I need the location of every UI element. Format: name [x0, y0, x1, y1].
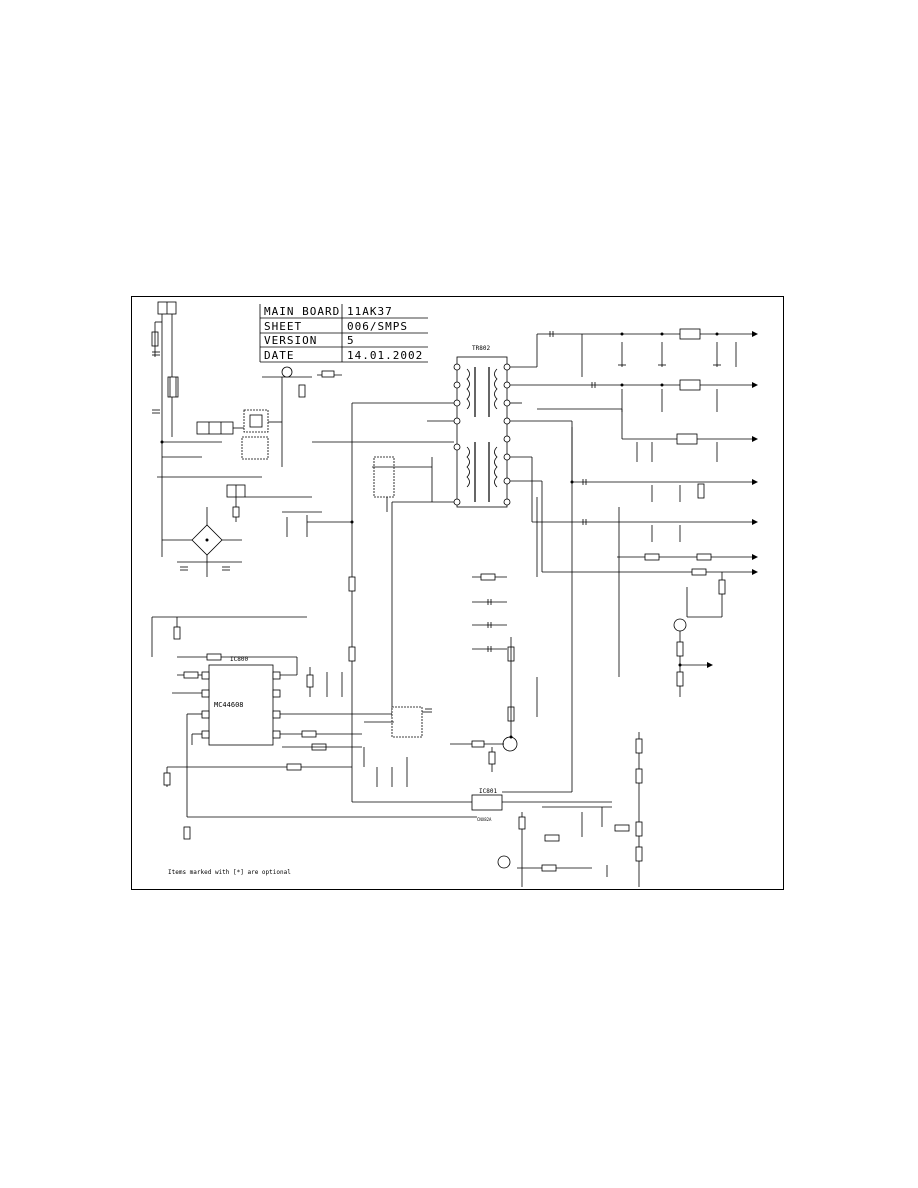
title-label-sheet: SHEET — [264, 320, 302, 333]
title-value-board: 11AK37 — [347, 305, 393, 318]
title-label-main-board: MAIN BOARD — [264, 305, 340, 318]
schematic-frame: MAIN BOARD 11AK37 SHEET 006/SMPS VERSION… — [131, 296, 784, 890]
ic800-label: IC800 — [230, 656, 248, 663]
ic801-label: IC801 — [479, 788, 497, 795]
optional-items-footnote: Items marked with [*] are optional — [168, 869, 291, 876]
title-value-sheet: 006/SMPS — [347, 320, 408, 333]
ic800-part: MC44608 — [214, 701, 244, 709]
title-block: MAIN BOARD 11AK37 SHEET 006/SMPS VERSION… — [259, 304, 428, 363]
title-value-date: 14.01.2002 — [347, 349, 423, 362]
regulator-1 — [679, 328, 701, 340]
secondary-diodes — [472, 573, 507, 652]
controller-ic800: IC800 MC44608 — [163, 653, 477, 840]
transformer-label: TR802 — [472, 345, 490, 352]
title-label-date: DATE — [264, 349, 295, 362]
regulator-2 — [679, 379, 701, 391]
relay-block — [157, 366, 342, 537]
feedback-section: IC801 CNX82A — [450, 427, 643, 887]
mains-input-section — [151, 301, 307, 657]
smps-schematic: MAIN BOARD 11AK37 SHEET 006/SMPS VERSION… — [151, 301, 758, 887]
relay-connector — [196, 421, 234, 435]
line-filter — [167, 376, 179, 398]
secondary-outputs — [510, 328, 758, 697]
regulator-3 — [676, 433, 698, 445]
title-value-version: 5 — [347, 334, 355, 347]
transformer-tr802: TR802 — [312, 345, 511, 508]
title-label-version: VERSION — [264, 334, 317, 347]
junctions — [160, 332, 719, 739]
ic801-part: CNX82A — [477, 817, 492, 822]
primary-switch — [306, 403, 477, 803]
